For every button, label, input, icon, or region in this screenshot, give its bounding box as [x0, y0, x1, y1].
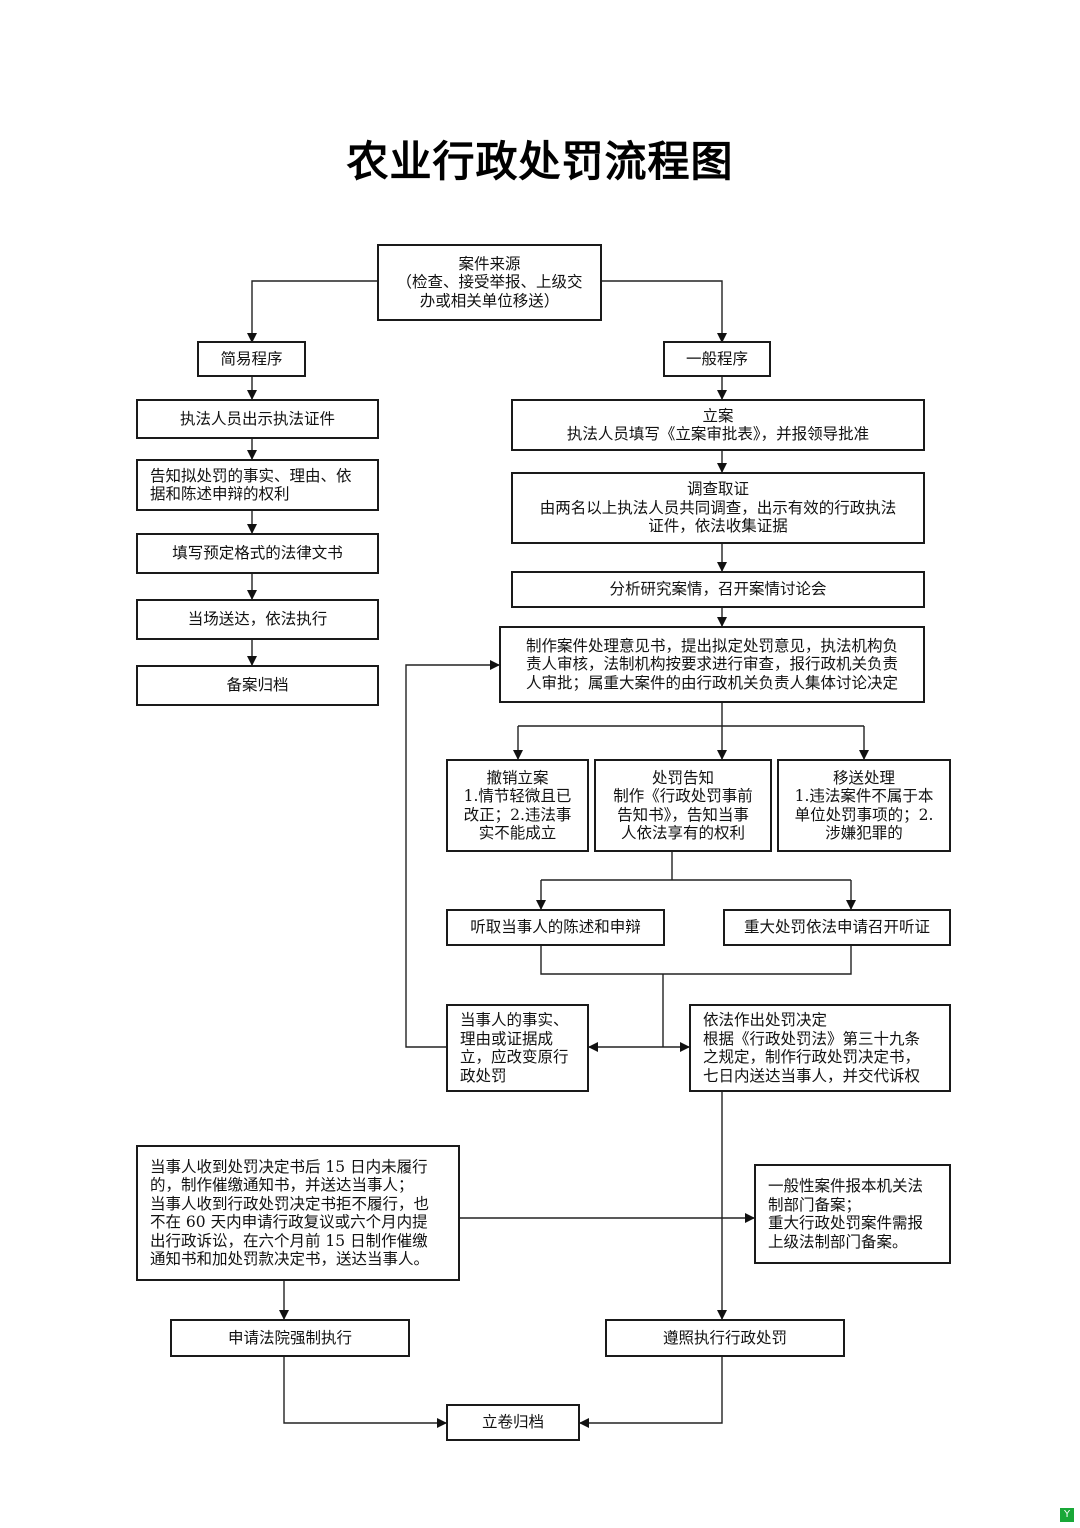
record-filing-box: 一般性案件报本机关法制部门备案；重大行政处罚案件需报上级法制部门备案。: [754, 1164, 951, 1264]
box-text-line: 七日内送达当事人，并交代诉权: [703, 1066, 921, 1085]
box-text-line: 立卷归档: [481, 1413, 544, 1432]
comply-box: 遵照执行行政处罚: [605, 1319, 845, 1357]
file-record-simple-box: 备案归档: [136, 665, 379, 706]
box-text-line: 政处罚: [460, 1066, 507, 1085]
hearing-box: 重大处罚依法申请召开听证: [723, 909, 951, 946]
box-text-line: （检查、接受举报、上级交: [396, 273, 583, 292]
general-procedure-box: 一般程序: [663, 341, 771, 377]
arrow-to-simple: [247, 280, 378, 343]
box-text-line: 当事人收到行政处罚决定书拒不履行，也: [150, 1194, 430, 1213]
box-text-line: 制作《行政处罚事前: [613, 787, 753, 805]
box-text-line: 当事人的事实、: [460, 1011, 569, 1029]
box-text-line: 上级法制部门备案。: [768, 1232, 908, 1251]
box-text-line: 执法人员出示执法证件: [179, 409, 335, 428]
investigation-box: 调查取证由两名以上执法人员共同调查，出示有效的行政执法证件，依法收集证据: [511, 472, 925, 544]
box-text-line: 之规定，制作行政处罚决定书，: [703, 1048, 921, 1066]
fill-document-box: 填写预定格式的法律文书: [136, 533, 379, 574]
decision-box: 依法作出处罚决定根据《行政处罚法》第三十九条之规定，制作行政处罚决定书，七日内送…: [689, 1004, 951, 1092]
box-text-line: 分析研究案情，召开案情讨论会: [609, 580, 827, 599]
box-text-line: 撤销立案: [486, 768, 549, 787]
box-text-line: 简易程序: [220, 349, 283, 368]
case-filing-box: 立案执法人员填写《立案审批表》，并报领导批准: [511, 399, 925, 451]
box-text-line: 重大行政处罚案件需报: [768, 1214, 924, 1232]
box-text-line: 案件来源: [458, 254, 521, 273]
box-text-line: 当场送达，依法执行: [187, 610, 328, 629]
box-text-line: 根据《行政处罚法》第三十九条: [703, 1029, 921, 1048]
arrow-court-archive: [283, 1356, 447, 1428]
box-text-line: 理由或证据成: [460, 1029, 554, 1048]
arrow-comply-archive: [579, 1356, 723, 1428]
box-text-line: 填写预定格式的法律文书: [172, 544, 343, 563]
notice-box: 处罚告知制作《行政处罚事前告知书》，告知当事人依法享有的权利: [594, 759, 772, 852]
deliver-on-site-box: 当场送达，依法执行: [136, 599, 379, 640]
arrow-to-general: [601, 280, 727, 343]
box-text-line: 一般性案件报本机关法: [768, 1177, 924, 1195]
box-text-line: 执法人员填写《立案审批表》，并报领导批准: [566, 425, 870, 443]
simple-procedure-box: 简易程序: [197, 341, 306, 377]
page-title: 农业行政处罚流程图: [346, 137, 734, 186]
box-text-line: 通知书和加处罚款决定书，送达当事人。: [150, 1250, 430, 1268]
box-text-line: 改正；2.违法事: [463, 805, 572, 824]
box-text-line: 由两名以上执法人员共同调查，出示有效的行政执法: [539, 498, 897, 517]
hear-statement-box: 听取当事人的陈述和申辩: [446, 909, 665, 946]
box-text-line: 申请法院强制执行: [227, 1328, 352, 1347]
archive-box: 立卷归档: [446, 1404, 580, 1441]
non-performance-box: 当事人收到处罚决定书后 15 日内未履行的，制作催缴通知书，并送达当事人；当事人…: [136, 1145, 460, 1281]
box-text-line: 立案: [702, 406, 734, 425]
analysis-box: 分析研究案情，召开案情讨论会: [511, 571, 925, 608]
show-certificate-box: 执法人员出示执法证件: [136, 399, 379, 439]
box-text-line: 备案归档: [226, 676, 289, 695]
case-source-box: 案件来源（检查、接受举报、上级交办或相关单位移送）: [377, 244, 602, 321]
box-text-line: 1.违法案件不属于本: [794, 787, 934, 805]
box-text-line: 遵照执行行政处罚: [662, 1328, 787, 1347]
box-text-line: 出行政诉讼，在六个月前 15 日制作催缴: [150, 1231, 428, 1250]
box-text-line: 调查取证: [686, 480, 749, 499]
opinion-box: 制作案件处理意见书，提出拟定处罚意见，执法机构负责人审核，法制机构按要求进行审查…: [499, 626, 925, 703]
box-text-line: 1.情节轻微且已: [463, 787, 572, 805]
box-text-line: 听取当事人的陈述和申辩: [470, 918, 641, 937]
box-text-line: 告知拟处罚的事实、理由、依: [150, 466, 352, 485]
box-text-line: 实不能成立: [478, 824, 557, 842]
change-penalty-box: 当事人的事实、理由或证据成立，应改变原行政处罚: [446, 1004, 589, 1092]
box-text-line: 责人审核，法制机构按要求进行审查，报行政机关负责: [525, 655, 898, 674]
box-text-line: 单位处罚事项的；2.: [794, 805, 934, 824]
box-text-line: 的，制作催缴通知书，并送达当事人；: [150, 1176, 414, 1194]
box-text-line: 制作案件处理意见书，提出拟定处罚意见，执法机构负: [525, 636, 898, 655]
box-text-line: 办或相关单位移送）: [419, 291, 560, 310]
box-text-line: 处罚告知: [651, 768, 714, 787]
box-text-line: 告知书》，告知当事: [617, 805, 749, 824]
box-text-line: 当事人收到处罚决定书后 15 日内未履行: [150, 1157, 428, 1176]
court-enforcement-box: 申请法院强制执行: [170, 1319, 410, 1357]
box-text-line: 制部门备案；: [768, 1195, 862, 1214]
box-text-line: 依法作出处罚决定: [703, 1011, 828, 1029]
box-text-line: 不在 60 天内申请行政复议或六个月内提: [150, 1213, 428, 1231]
arrow-feedback: [405, 660, 500, 1048]
box-text-line: 证件，依法收集证据: [648, 517, 788, 536]
box-text-line: 人依法享有的权利: [620, 824, 745, 842]
box-text-line: 立，应改变原行: [460, 1048, 569, 1066]
box-text-line: 人审批；属重大案件的由行政机关负责人集体讨论决定: [525, 673, 898, 692]
box-text-line: 据和陈述申辩的权利: [150, 485, 290, 503]
box-text-line: 移送处理: [832, 768, 895, 787]
box-text-line: 涉嫌犯罪的: [825, 824, 903, 842]
inform-rights-box: 告知拟处罚的事实、理由、依据和陈述申辩的权利: [136, 459, 379, 511]
box-text-line: 重大处罚依法申请召开听证: [743, 918, 930, 937]
box-text-line: 一般程序: [685, 349, 748, 368]
corner-logo-icon: Y: [1060, 1508, 1074, 1522]
